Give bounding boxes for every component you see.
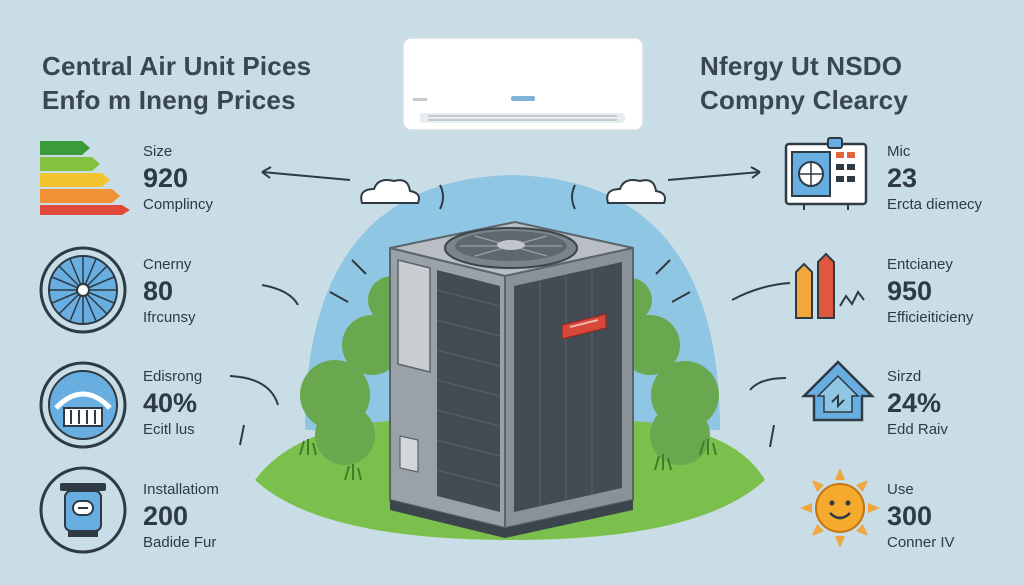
wall-ac-unit [402,37,644,131]
left-stat-3-label: Edisrong [143,368,203,385]
bar-arrows-icon [795,252,865,319]
fan-gauge-icon [39,361,127,449]
left-title-line2: Enfo m Ineng Prices [42,85,296,115]
condenser-unit [389,220,634,538]
left-stat-2-value: 80 [143,276,174,306]
right-stat-2-label: Entcianey [887,256,953,273]
radiating-lines [329,184,691,303]
right-stat-1-label: Mic [887,143,911,160]
cloud-left [360,179,420,204]
left-stat-4-value: 200 [143,501,189,531]
left-stat-2-label: Cnerny [143,256,192,273]
sun-icon [800,468,880,548]
right-stat-2-value: 950 [887,276,933,306]
left-stat-3-sub: Ecitl lus [143,421,195,438]
fan-grille-icon [39,246,127,334]
right-stat-3-label: Sirzd [887,368,922,385]
right-stat-4-label: Use [887,481,914,498]
left-stat-1-label: Size [143,143,173,160]
right-title-line1: Nfergy Ut NSDO [700,51,903,81]
right-stat-3-sub: Edd Raiv [887,421,948,438]
cloud-right [606,179,666,204]
left-stat-1-sub: Complincy [143,196,214,213]
left-stat-4-sub: Badide Fur [143,534,217,551]
left-stat-3-value: 40% [143,388,198,418]
control-panel-icon [784,137,868,210]
left-stat-2-sub: Ifrcunsy [143,309,196,326]
right-stat-4-sub: Conner IV [887,534,955,551]
right-stat-1-value: 23 [887,163,918,193]
house-arrow-icon [800,360,876,422]
grass-tufts [299,439,717,481]
energy-rating-bars-icon [40,141,130,215]
right-stat-4-value: 300 [887,501,933,531]
left-stat-4-label: Installatiom [143,481,219,498]
right-stat-3-value: 24% [887,388,942,418]
left-title-line1: Central Air Unit Pices [42,51,312,81]
filter-canister-icon [39,466,127,554]
right-stat-1-sub: Ercta diemecy [887,196,983,213]
connector-arrows [229,166,791,448]
left-stat-1-value: 920 [143,163,189,193]
right-title-line2: Compny Clearcy [700,85,908,115]
right-stat-2-sub: Efficieiticieny [887,309,974,326]
